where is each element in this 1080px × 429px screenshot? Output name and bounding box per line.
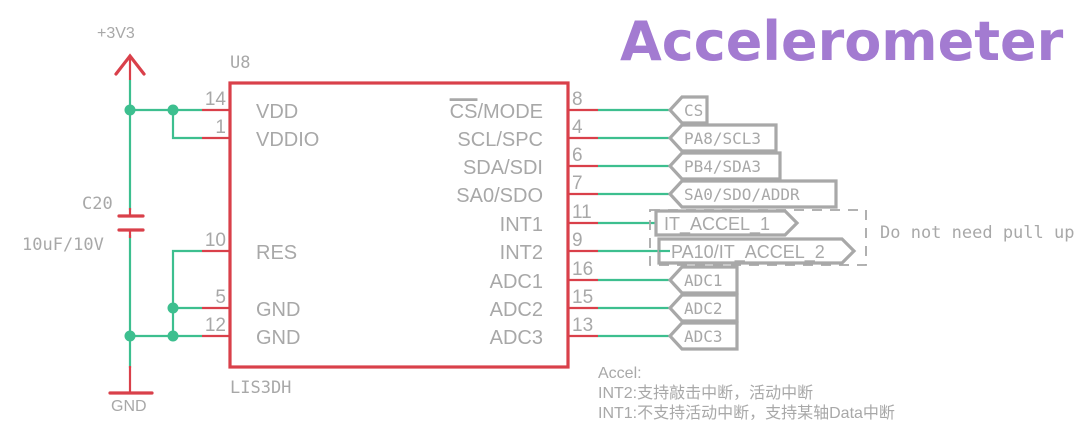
pin-name: SA0/SDO <box>456 185 543 207</box>
pin-name-overbar: CS <box>450 101 478 123</box>
pullup-note: Do not need pull up <box>880 223 1074 243</box>
net-label-adc1: ADC1 <box>667 265 739 295</box>
net-label-sda: PB4/SDA3 <box>667 151 782 181</box>
net-label-sa0: SA0/SDO/ADDR <box>667 179 838 209</box>
pin-name: GND <box>256 327 300 349</box>
pin-name: ADC3 <box>490 327 543 349</box>
net-label-text: CS <box>684 101 703 120</box>
net-label-text: SA0/SDO/ADDR <box>684 185 800 204</box>
capacitor-ref: C20 <box>82 194 113 214</box>
pin-number: 14 <box>205 89 227 110</box>
net-label-text: ADC2 <box>684 299 723 318</box>
pin-number: 11 <box>572 202 592 223</box>
pin-name: /MODE <box>477 101 543 123</box>
left-pins <box>202 108 230 338</box>
accel-note-heading: Accel: <box>598 365 642 382</box>
net-label-adc3: ADC3 <box>667 321 739 351</box>
net-wires <box>598 108 670 338</box>
pin-number: 13 <box>572 315 593 336</box>
ic-part: LIS3DH <box>230 378 291 398</box>
net-label-scl: PA8/SCL3 <box>667 123 778 153</box>
pin-number: 10 <box>205 230 226 251</box>
accel-note-int2: INT2:支持敲击中断，活动中断 <box>598 384 813 402</box>
right-pins <box>568 108 598 338</box>
pin-number: 6 <box>572 145 583 166</box>
pin-number: 16 <box>572 259 593 280</box>
pin-name: RES <box>256 242 297 264</box>
net-label-text: ADC3 <box>684 327 723 346</box>
pin-number: 12 <box>205 315 226 336</box>
capacitor-value: 10uF/10V <box>22 235 104 255</box>
accel-note-int1: INT1:不支持活动中断，支持某轴Data中断 <box>598 404 895 422</box>
net-label-text: IT_ACCEL_1 <box>664 214 770 235</box>
net-label-adc2: ADC2 <box>667 293 739 323</box>
pin-name: INT1 <box>500 214 543 236</box>
capacitor-icon <box>117 208 145 238</box>
pin-name-cs-mode: CS/MODE <box>450 101 543 123</box>
pin-number: 7 <box>572 173 583 194</box>
supply-wires <box>128 80 202 368</box>
pin-number: 5 <box>215 287 226 308</box>
net-label-text: PA10/IT_ACCEL_2 <box>671 242 825 263</box>
pin-name: SDA/SDI <box>463 157 543 179</box>
pin-number: 15 <box>572 287 593 308</box>
net-label-int2: PA10/IT_ACCEL_2 <box>657 237 857 265</box>
net-label-cs: CS <box>667 95 709 125</box>
ic-ref: U8 <box>230 53 250 73</box>
power-arrow-icon <box>114 53 146 80</box>
pin-number: 4 <box>572 117 583 138</box>
ground-icon <box>108 366 154 395</box>
net-label-text: PA8/SCL3 <box>684 129 761 148</box>
ic-body <box>228 81 570 369</box>
pin-name: VDDIO <box>256 129 319 151</box>
net-label-int1: IT_ACCEL_1 <box>654 209 800 237</box>
power-supply-label: +3V3 <box>97 25 135 42</box>
schematic-title: Accelerometer <box>620 10 1064 73</box>
junction-dots <box>124 104 179 342</box>
pin-name: ADC1 <box>490 271 543 293</box>
pin-number: 1 <box>215 117 226 138</box>
pin-name: ADC2 <box>490 299 543 321</box>
pin-name: VDD <box>256 101 298 123</box>
pin-number: 9 <box>572 230 583 251</box>
pin-name: INT2 <box>500 242 543 264</box>
pin-number: 8 <box>572 89 583 110</box>
net-label-text: ADC1 <box>684 271 723 290</box>
pin-name: GND <box>256 299 300 321</box>
pullup-note-box <box>649 209 867 266</box>
pin-name: SCL/SPC <box>457 129 543 151</box>
net-label-text: PB4/SDA3 <box>684 157 761 176</box>
ground-label: GND <box>111 398 147 415</box>
